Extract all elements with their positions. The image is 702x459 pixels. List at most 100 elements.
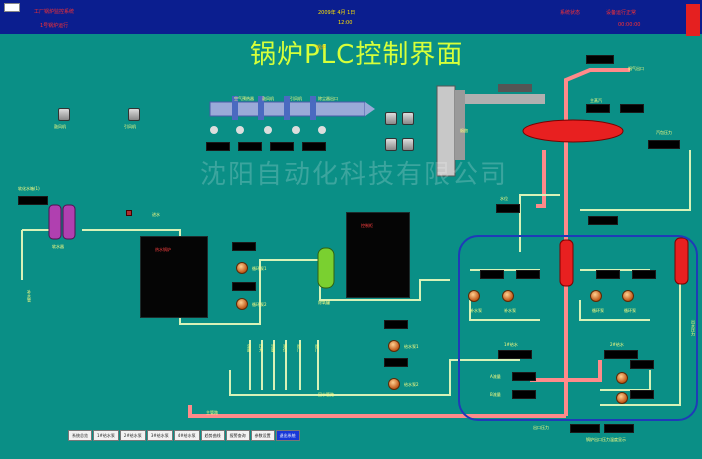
pressure-display-1 [570, 424, 600, 433]
bottom-note: 锅炉出口压力温度显示 [586, 437, 626, 442]
duct-label-1: 空气预热器 [234, 96, 254, 101]
nav-button-6[interactable]: 趋势曲线 [200, 430, 225, 441]
level-label: 水位 [500, 196, 508, 201]
red-pipes [188, 68, 630, 418]
pipe-tank [319, 260, 450, 301]
time-display: 12:00 [338, 20, 353, 26]
fan-icon-3[interactable] [402, 112, 414, 125]
nav-button-9[interactable]: 退出系统 [275, 430, 300, 441]
page-title: 锅炉PLC控制界面 [250, 40, 464, 70]
zone-pump1-icon[interactable] [468, 290, 480, 302]
drum-left [559, 239, 574, 287]
nav-button-7[interactable]: 报警查询 [225, 430, 250, 441]
feed-pump1-icon[interactable] [388, 340, 400, 352]
zone-display-6 [630, 390, 654, 399]
blower-b-label: 引风机 [124, 124, 136, 129]
duct-display-3 [270, 142, 294, 151]
fan-icon-4[interactable] [402, 138, 414, 151]
zone-display-1 [480, 270, 504, 279]
exhaust-label: 烟囱 [460, 128, 468, 133]
duct-label-3: 引风机 [290, 96, 302, 101]
steam-drum-shape [522, 119, 624, 143]
zone-display-2 [516, 270, 540, 279]
zone-display-5 [630, 360, 654, 369]
control-panel[interactable]: 控制柜 [346, 212, 410, 298]
zone-pump6-icon[interactable] [616, 392, 628, 404]
feed-pump2-icon[interactable] [388, 378, 400, 390]
pressure-label: 出口压力 [533, 425, 549, 430]
mid-pump1-icon[interactable] [236, 262, 248, 274]
blower-a-label: 鼓风机 [54, 124, 66, 129]
return-label: 回水管路 [318, 392, 334, 397]
status-label: 系统状态 [560, 10, 581, 16]
top-left-line2: 1号锅炉运行 [40, 23, 69, 29]
right-side-label: 出水压力 [691, 320, 696, 336]
rail-label-4: 液位 [283, 344, 288, 352]
nav-button-1[interactable]: 系统总览 [68, 430, 92, 441]
mid-pump2-label: 循环泵2 [252, 302, 267, 307]
steam-display-2 [620, 104, 644, 113]
nav-button-2[interactable]: 1#给水泵 [93, 430, 119, 441]
water-in-label: 进水 [152, 212, 160, 217]
flow-a-display [512, 372, 536, 381]
left-vertical-label: 补水管 [27, 290, 32, 302]
rail-label-2: 压力 [259, 344, 264, 352]
duct-label-2: 鼓风机 [262, 96, 274, 101]
red-pipe-loop [536, 150, 546, 208]
level-display [496, 204, 520, 213]
flow-b-display [512, 390, 536, 399]
nav-button-5[interactable]: 4#给水泵 [173, 430, 200, 441]
duct-display-1 [206, 142, 230, 151]
air-duct [209, 96, 375, 134]
green-tank-shape [317, 247, 335, 289]
menu-button[interactable] [4, 3, 20, 12]
nav-button-3[interactable]: 2#给水泵 [119, 430, 146, 441]
pipe-return [229, 359, 520, 396]
boiler-panel-title: 热水锅炉 [155, 247, 171, 252]
red-pipe-chimney [564, 68, 630, 136]
b-feed-label: 2#给水 [610, 342, 624, 347]
feed-display-1 [384, 320, 408, 329]
fan-icon-2[interactable] [385, 138, 397, 151]
duct-display-2 [238, 142, 262, 151]
b-feed-display [604, 350, 638, 359]
close-button[interactable] [686, 4, 700, 36]
pressure-display-2 [604, 424, 634, 433]
flow-b-label: B流量 [490, 392, 501, 397]
nav-button-4[interactable]: 3#给水泵 [146, 430, 173, 441]
zone-display-3 [596, 270, 620, 279]
zone-pump1-label: 补水泵 [470, 308, 482, 313]
zone-pump2-label: 补水泵 [504, 308, 516, 313]
blower-a-icon[interactable] [58, 108, 70, 121]
red-pipe-left [530, 360, 602, 382]
rail-label-5: 阀门 [297, 344, 302, 352]
blower-b-icon[interactable] [128, 108, 140, 121]
top-status-bar: 工厂锅炉监控系统 1号锅炉运行 2009年 4月 1日 12:00 系统状态 设… [0, 0, 702, 34]
feed-pump1-label: 给水泵1 [404, 344, 419, 349]
nav-button-8[interactable]: 参数设置 [250, 430, 275, 441]
zone-pump3-icon[interactable] [590, 290, 602, 302]
mid-pump2-icon[interactable] [236, 298, 248, 310]
status-value: 设备运行正常 [606, 10, 637, 16]
duct-display-4 [302, 142, 326, 151]
control-panel-title: 控制柜 [361, 223, 373, 228]
inlet-valve-icon[interactable] [126, 210, 132, 216]
zone-pump5-icon[interactable] [616, 372, 628, 384]
feed-pump2-label: 给水泵2 [404, 382, 419, 387]
duct-label-4: 除尘器出口 [318, 96, 338, 101]
zone-pump4-label: 循环泵 [624, 308, 636, 313]
zone-pump4-icon[interactable] [622, 290, 634, 302]
steam-label: 主蒸汽 [590, 98, 602, 103]
mid-pump1-label: 循环泵1 [252, 266, 267, 271]
circulation-zone [458, 235, 698, 421]
zone-pump2-icon[interactable] [502, 290, 514, 302]
boiler-panel[interactable]: 热水锅炉 [140, 236, 208, 318]
fan-icon-1[interactable] [385, 112, 397, 125]
top-left-line1: 工厂锅炉监控系统 [34, 9, 75, 15]
rail-label-1: 温度 [247, 344, 252, 352]
green-tank-label: 除氧罐 [318, 300, 330, 305]
soft-water-display [18, 196, 48, 205]
zone-pump3-label: 循环泵 [592, 308, 604, 313]
